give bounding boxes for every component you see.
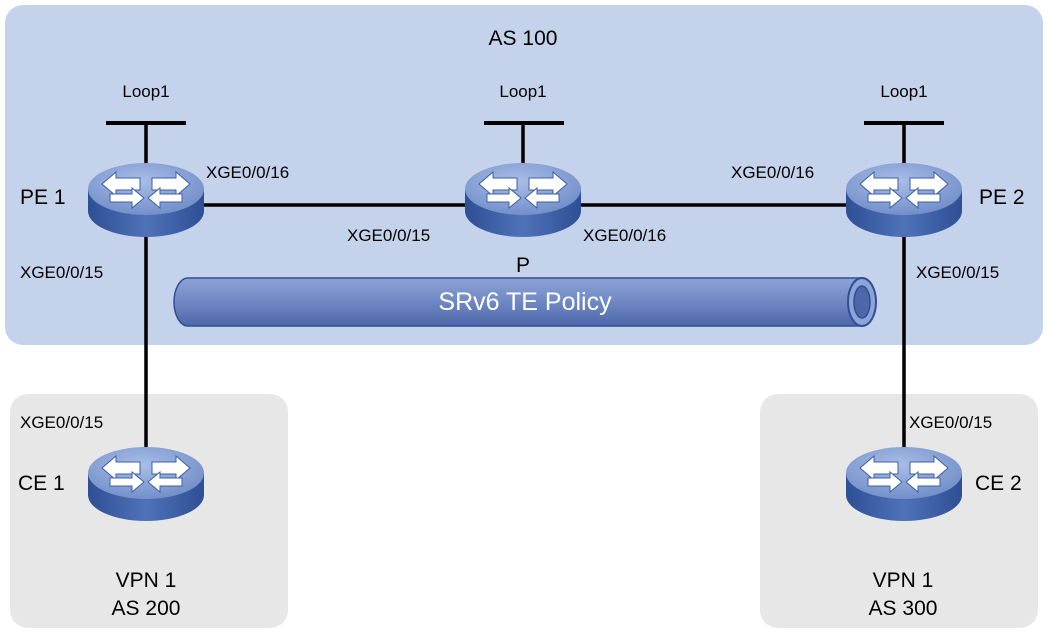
site-left-vpn-label: VPN 1 xyxy=(116,569,177,592)
router-icon[interactable] xyxy=(464,162,582,238)
site-left-as-label: AS 200 xyxy=(112,597,181,620)
loopback-label-p: Loop1 xyxy=(499,82,546,101)
device-name-pe1: PE 1 xyxy=(20,186,66,209)
site-right-as-label: AS 300 xyxy=(869,597,938,620)
loopback-p xyxy=(484,121,564,168)
interface-label-pe1-to-p: XGE0/0/16 xyxy=(206,163,289,182)
device-name-ce2: CE 2 xyxy=(975,472,1022,495)
interface-label-ce1-to-pe1: XGE0/0/15 xyxy=(20,413,103,432)
interface-label-pe2-to-p: XGE0/0/16 xyxy=(731,163,814,182)
interface-label-pe1-to-ce1: XGE0/0/15 xyxy=(20,263,103,282)
loopback-label-pe1: Loop1 xyxy=(122,82,169,101)
interface-label-pe2-to-ce2: XGE0/0/15 xyxy=(916,263,999,282)
site-right-vpn-label: VPN 1 xyxy=(873,569,934,592)
router-icon[interactable] xyxy=(845,162,963,238)
loopback-pe2 xyxy=(864,121,944,168)
srv6-te-policy-tunnel xyxy=(173,277,877,327)
tunnel-label: SRv6 TE Policy xyxy=(438,288,612,316)
interface-label-p-to-pe2: XGE0/0/16 xyxy=(583,226,666,245)
device-name-ce1: CE 1 xyxy=(18,472,65,495)
as100-label: AS 100 xyxy=(489,27,558,50)
device-name-p: P xyxy=(516,254,530,277)
device-name-pe2: PE 2 xyxy=(979,186,1025,209)
loopback-pe1 xyxy=(106,121,186,168)
interface-label-p-to-pe1: XGE0/0/15 xyxy=(347,226,430,245)
router-icon[interactable] xyxy=(87,162,205,238)
router-icon[interactable] xyxy=(87,446,205,522)
interface-label-ce2-to-pe2: XGE0/0/15 xyxy=(909,413,992,432)
router-icon[interactable] xyxy=(845,446,963,522)
loopback-label-pe2: Loop1 xyxy=(880,82,927,101)
